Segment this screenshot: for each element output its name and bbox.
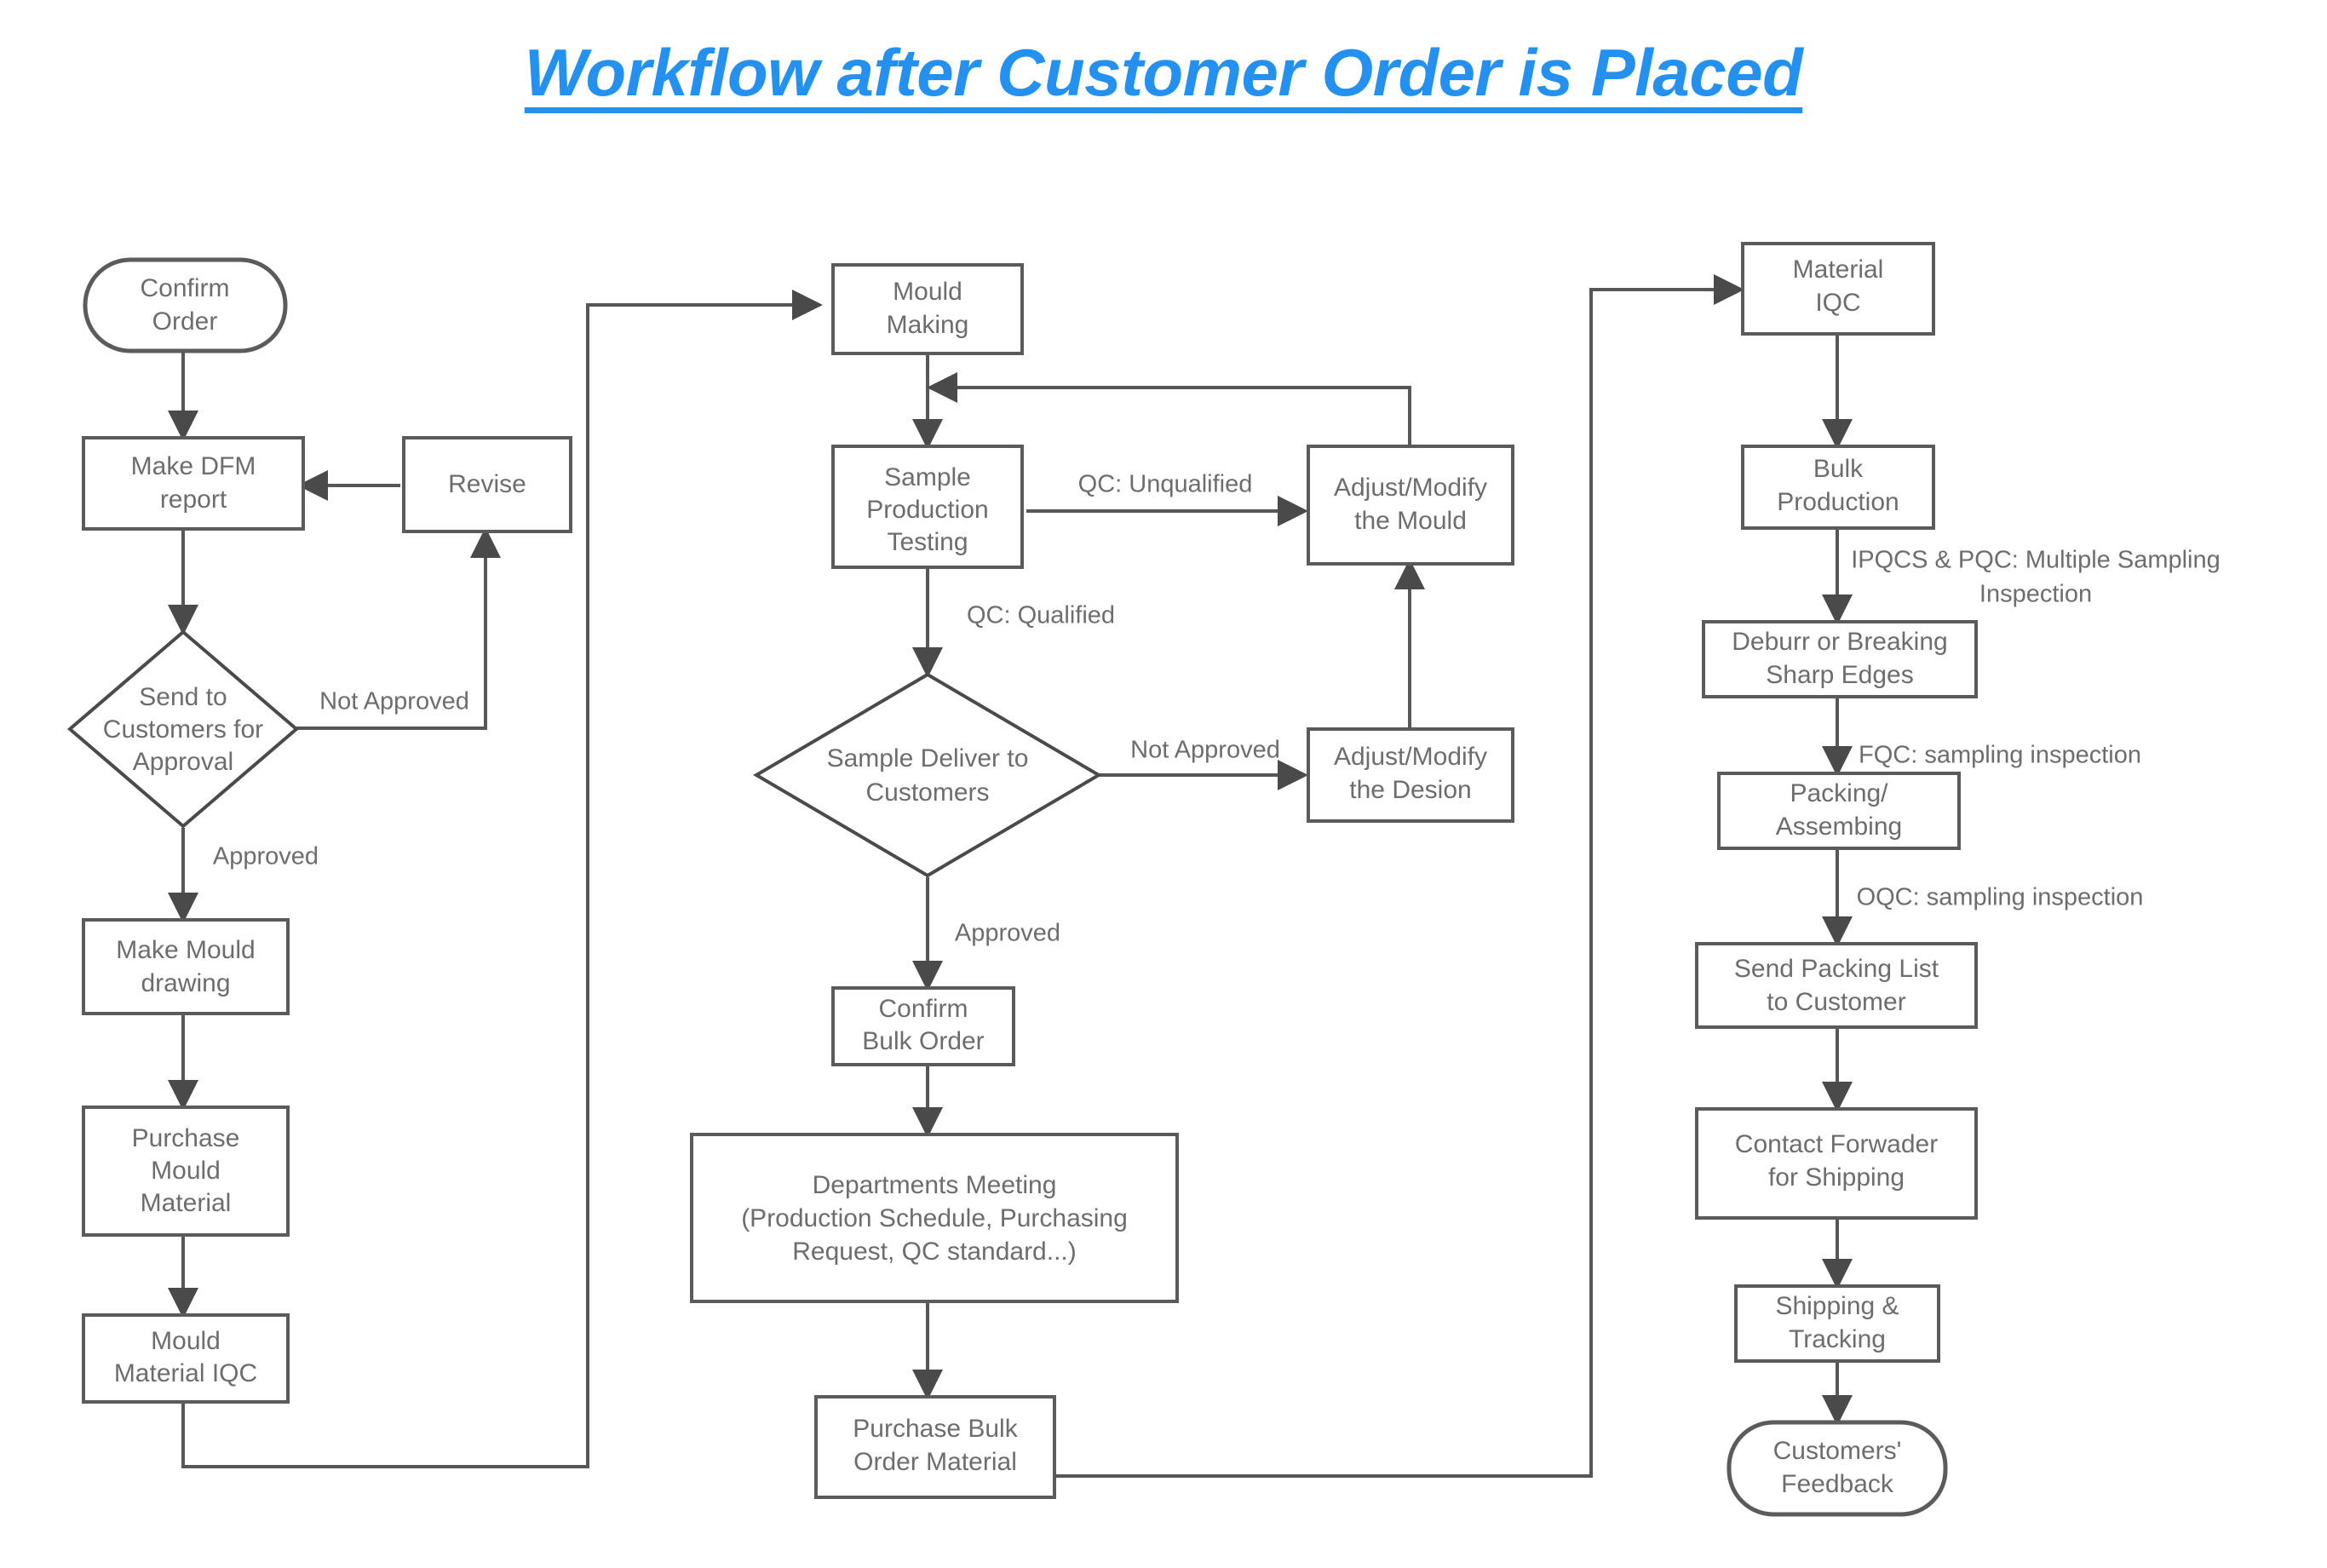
node-customers-feedback-label-1: Customers' bbox=[1773, 1437, 1902, 1465]
node-adjust-modify-the-design-label-2: the Desion bbox=[1349, 776, 1471, 804]
node-make-mould-drawing-label-2: drawing bbox=[141, 969, 230, 997]
node-mould-material-iqc-label-1: Mould bbox=[151, 1327, 221, 1355]
edge-labels-layer: Not Approved Approved QC: Unqualified QC… bbox=[213, 471, 2221, 947]
node-purchase-mould-material-label-1: Purchase bbox=[132, 1124, 240, 1152]
node-mould-material-iqc[interactable]: Mould Material IQC bbox=[82, 1313, 290, 1404]
node-departments-meeting[interactable]: Departments Meeting (Production Schedule… bbox=[690, 1133, 1179, 1303]
node-packing-assembing-label-2: Assembing bbox=[1776, 813, 1902, 841]
node-make-dfm-report-label-2: report bbox=[160, 485, 227, 514]
edge-label-qc-unqualified: QC: Unqualified bbox=[1078, 471, 1253, 498]
node-packing-assembing[interactable]: Packing/ Assembing bbox=[1717, 772, 1961, 850]
node-sample-deliver-label-2: Customers bbox=[865, 778, 989, 807]
node-contact-forwader-label-2: for Shipping bbox=[1768, 1163, 1905, 1192]
node-adjust-modify-the-mould-label-2: the Mould bbox=[1354, 507, 1467, 535]
node-revise-label: Revise bbox=[448, 470, 526, 498]
node-send-packing-list-label-2: to Customer bbox=[1767, 988, 1905, 1016]
node-shipping-tracking[interactable]: Shipping & Tracking bbox=[1734, 1284, 1940, 1363]
edge-label-not-approved-1: Not Approved bbox=[319, 688, 469, 715]
node-send-to-customers-label-1: Send to bbox=[139, 683, 227, 711]
edges-layer bbox=[168, 274, 1853, 1478]
node-mould-making-label-2: Making bbox=[887, 311, 969, 339]
node-shipping-tracking-label-2: Tracking bbox=[1789, 1325, 1886, 1353]
node-confirm-order-label-1: Confirm bbox=[140, 274, 229, 302]
node-mould-making-label-1: Mould bbox=[893, 278, 962, 306]
node-send-packing-list[interactable]: Send Packing List to Customer bbox=[1695, 942, 1978, 1029]
node-mould-material-iqc-label-2: Material IQC bbox=[114, 1359, 257, 1387]
node-material-iqc-label-1: Material bbox=[1793, 256, 1884, 284]
node-purchase-mould-material-label-3: Material bbox=[141, 1189, 232, 1217]
node-sample-production-testing-label-2: Production bbox=[866, 496, 988, 524]
title-bar: Workflow after Customer Order is Placed bbox=[0, 0, 2327, 145]
node-sample-deliver-label-1: Sample Deliver to bbox=[827, 744, 1029, 773]
node-bulk-production-label-1: Bulk bbox=[1813, 455, 1864, 483]
node-send-to-customers-label-2: Customers for bbox=[103, 715, 263, 744]
node-send-to-customers-decision[interactable]: Send to Customers for Approval bbox=[66, 629, 300, 829]
node-departments-meeting-label-3: Request, QC standard...) bbox=[792, 1238, 1077, 1266]
edge-label-approved-1: Approved bbox=[213, 843, 319, 870]
edge-label-qc-qualified: QC: Qualified bbox=[967, 602, 1115, 629]
node-revise[interactable]: Revise bbox=[402, 436, 572, 533]
page-title: Workflow after Customer Order is Placed bbox=[524, 34, 1803, 110]
node-sample-production-testing-label-3: Testing bbox=[887, 528, 968, 556]
node-customers-feedback[interactable]: Customers' Feedback bbox=[1727, 1420, 1948, 1517]
node-packing-assembing-label-1: Packing/ bbox=[1790, 779, 1888, 807]
node-purchase-mould-material-label-2: Mould bbox=[151, 1157, 221, 1185]
node-departments-meeting-label-1: Departments Meeting bbox=[813, 1171, 1057, 1199]
edge-label-ipqcs-pqc-line2: Inspection bbox=[1979, 581, 2092, 608]
node-send-packing-list-label-1: Send Packing List bbox=[1734, 955, 1939, 983]
node-purchase-bulk-order-material-label-2: Order Material bbox=[853, 1448, 1017, 1476]
node-sample-deliver-to-customers-decision[interactable]: Sample Deliver to Customers bbox=[753, 672, 1102, 878]
node-adjust-modify-the-design-label-1: Adjust/Modify bbox=[1334, 743, 1487, 771]
node-purchase-mould-material[interactable]: Purchase Mould Material bbox=[82, 1106, 290, 1237]
node-material-iqc[interactable]: Material IQC bbox=[1741, 242, 1935, 336]
node-make-dfm-report[interactable]: Make DFM report bbox=[82, 436, 305, 531]
node-shipping-tracking-label-1: Shipping & bbox=[1775, 1292, 1899, 1320]
edge-label-approved-2: Approved bbox=[955, 920, 1060, 947]
edge-purchase-bulk-to-material-iqc bbox=[1054, 274, 1744, 1478]
node-send-to-customers-label-3: Approval bbox=[133, 748, 233, 776]
node-purchase-bulk-order-material-label-1: Purchase Bulk bbox=[853, 1415, 1018, 1443]
node-deburr-sharp-edges-label-2: Sharp Edges bbox=[1766, 661, 1913, 689]
node-confirm-order[interactable]: Confirm Order bbox=[83, 257, 288, 353]
node-confirm-bulk-order-label-2: Bulk Order bbox=[862, 1027, 984, 1055]
node-sample-production-testing[interactable]: Sample Production Testing bbox=[831, 445, 1024, 569]
node-bulk-production-label-2: Production bbox=[1777, 488, 1899, 516]
node-bulk-production[interactable]: Bulk Production bbox=[1741, 445, 1935, 530]
node-material-iqc-label-2: IQC bbox=[1815, 289, 1860, 317]
node-deburr-sharp-edges[interactable]: Deburr or Breaking Sharp Edges bbox=[1702, 620, 1978, 698]
edge-label-ipqcs-pqc-line1: IPQCS & PQC: Multiple Sampling bbox=[1851, 547, 2221, 574]
edge-label-not-approved-2: Not Approved bbox=[1130, 737, 1280, 764]
edge-adjust-mould-back-to-sample-testing bbox=[927, 372, 1411, 445]
edge-label-oqc-sampling: OQC: sampling inspection bbox=[1857, 884, 2144, 911]
node-purchase-bulk-order-material[interactable]: Purchase Bulk Order Material bbox=[814, 1395, 1056, 1499]
node-adjust-modify-the-design[interactable]: Adjust/Modify the Desion bbox=[1307, 727, 1514, 823]
node-confirm-bulk-order-label-1: Confirm bbox=[878, 995, 968, 1023]
node-confirm-bulk-order[interactable]: Confirm Bulk Order bbox=[831, 986, 1015, 1066]
node-customers-feedback-label-2: Feedback bbox=[1781, 1470, 1894, 1498]
node-adjust-modify-the-mould[interactable]: Adjust/Modify the Mould bbox=[1307, 445, 1514, 566]
edge-decision-not-approved-to-revise bbox=[294, 527, 501, 730]
edge-label-fqc-sampling: FQC: sampling inspection bbox=[1859, 742, 2141, 769]
node-make-dfm-report-label-1: Make DFM bbox=[131, 452, 256, 480]
node-sample-production-testing-label-1: Sample bbox=[884, 463, 971, 491]
node-deburr-sharp-edges-label-1: Deburr or Breaking bbox=[1732, 628, 1947, 656]
node-confirm-order-label-2: Order bbox=[152, 307, 218, 336]
node-adjust-modify-the-mould-label-1: Adjust/Modify bbox=[1334, 474, 1487, 502]
node-mould-making[interactable]: Mould Making bbox=[831, 263, 1024, 355]
edge-mould-iqc-to-mould-making bbox=[181, 290, 823, 1468]
node-make-mould-drawing[interactable]: Make Mould drawing bbox=[82, 918, 290, 1015]
node-departments-meeting-label-2: (Production Schedule, Purchasing bbox=[741, 1204, 1128, 1232]
node-contact-forwader[interactable]: Contact Forwader for Shipping bbox=[1695, 1107, 1978, 1220]
node-make-mould-drawing-label-1: Make Mould bbox=[116, 936, 255, 964]
node-contact-forwader-label-1: Contact Forwader bbox=[1735, 1130, 1938, 1158]
